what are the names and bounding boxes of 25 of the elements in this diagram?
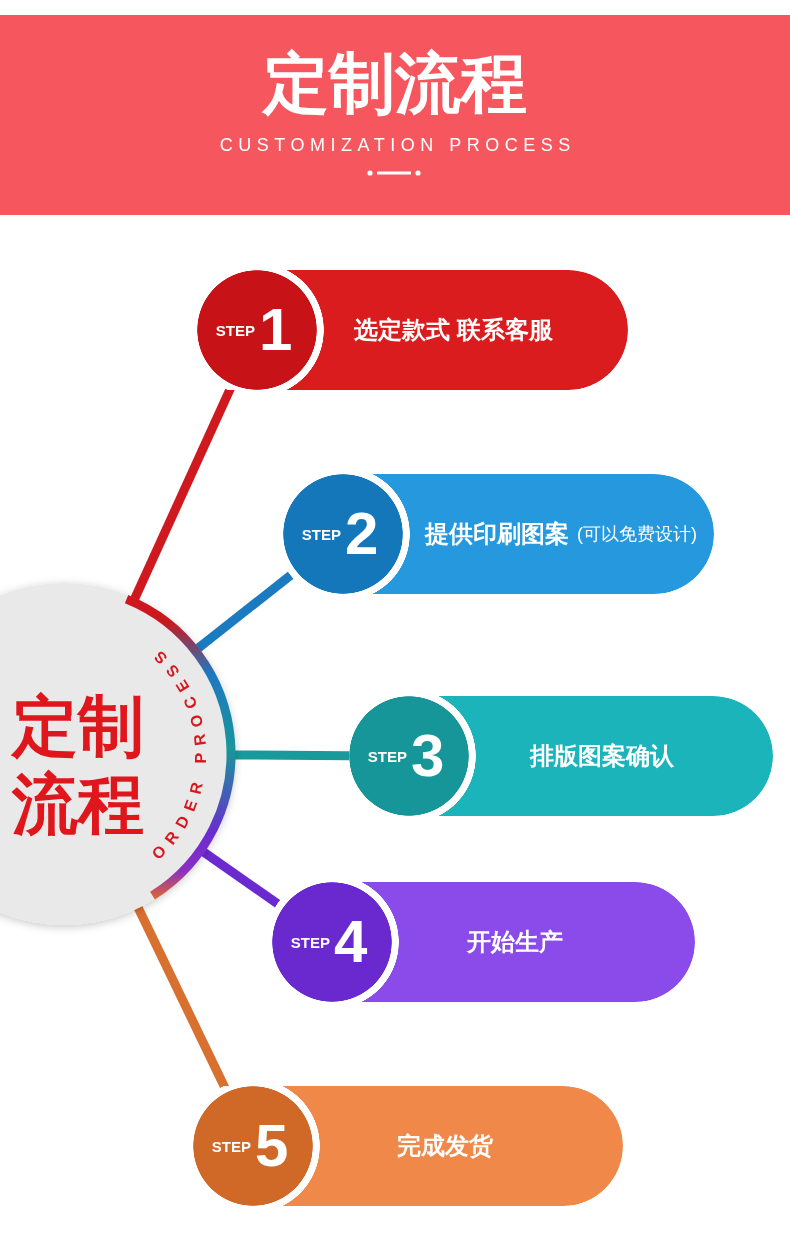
step-pill: [469, 696, 773, 816]
step-label: STEP: [367, 748, 407, 764]
step-text: 提供印刷图案: [425, 522, 569, 546]
step-number: 4: [333, 912, 368, 972]
connector-line: [234, 750, 349, 761]
step-pill: [392, 882, 695, 1002]
page-subtitle: CUSTOMIZATION PROCESS: [218, 134, 576, 157]
page-title: 定制流程: [261, 45, 528, 121]
step-text: 完成发货: [397, 1134, 493, 1158]
step-pill: [403, 474, 714, 594]
step-label: STEP: [215, 322, 255, 338]
step-label: STEP: [301, 526, 341, 542]
step-label: STEP: [211, 1138, 251, 1154]
step-number: 2: [344, 504, 379, 564]
step-text: 开始生产: [467, 930, 563, 954]
step-label: STEP: [290, 934, 330, 950]
hub-title: 定制流程: [12, 688, 145, 843]
step-pill: [313, 1086, 623, 1206]
step-note: (可以免费设计): [577, 525, 697, 543]
step-number: 5: [254, 1116, 289, 1176]
step-text: 排版图案确认: [530, 744, 674, 768]
step-pill: [317, 270, 628, 390]
step-number: 1: [258, 300, 293, 360]
step-number: 3: [410, 726, 445, 786]
step-text: 选定款式 联系客服: [354, 318, 553, 342]
